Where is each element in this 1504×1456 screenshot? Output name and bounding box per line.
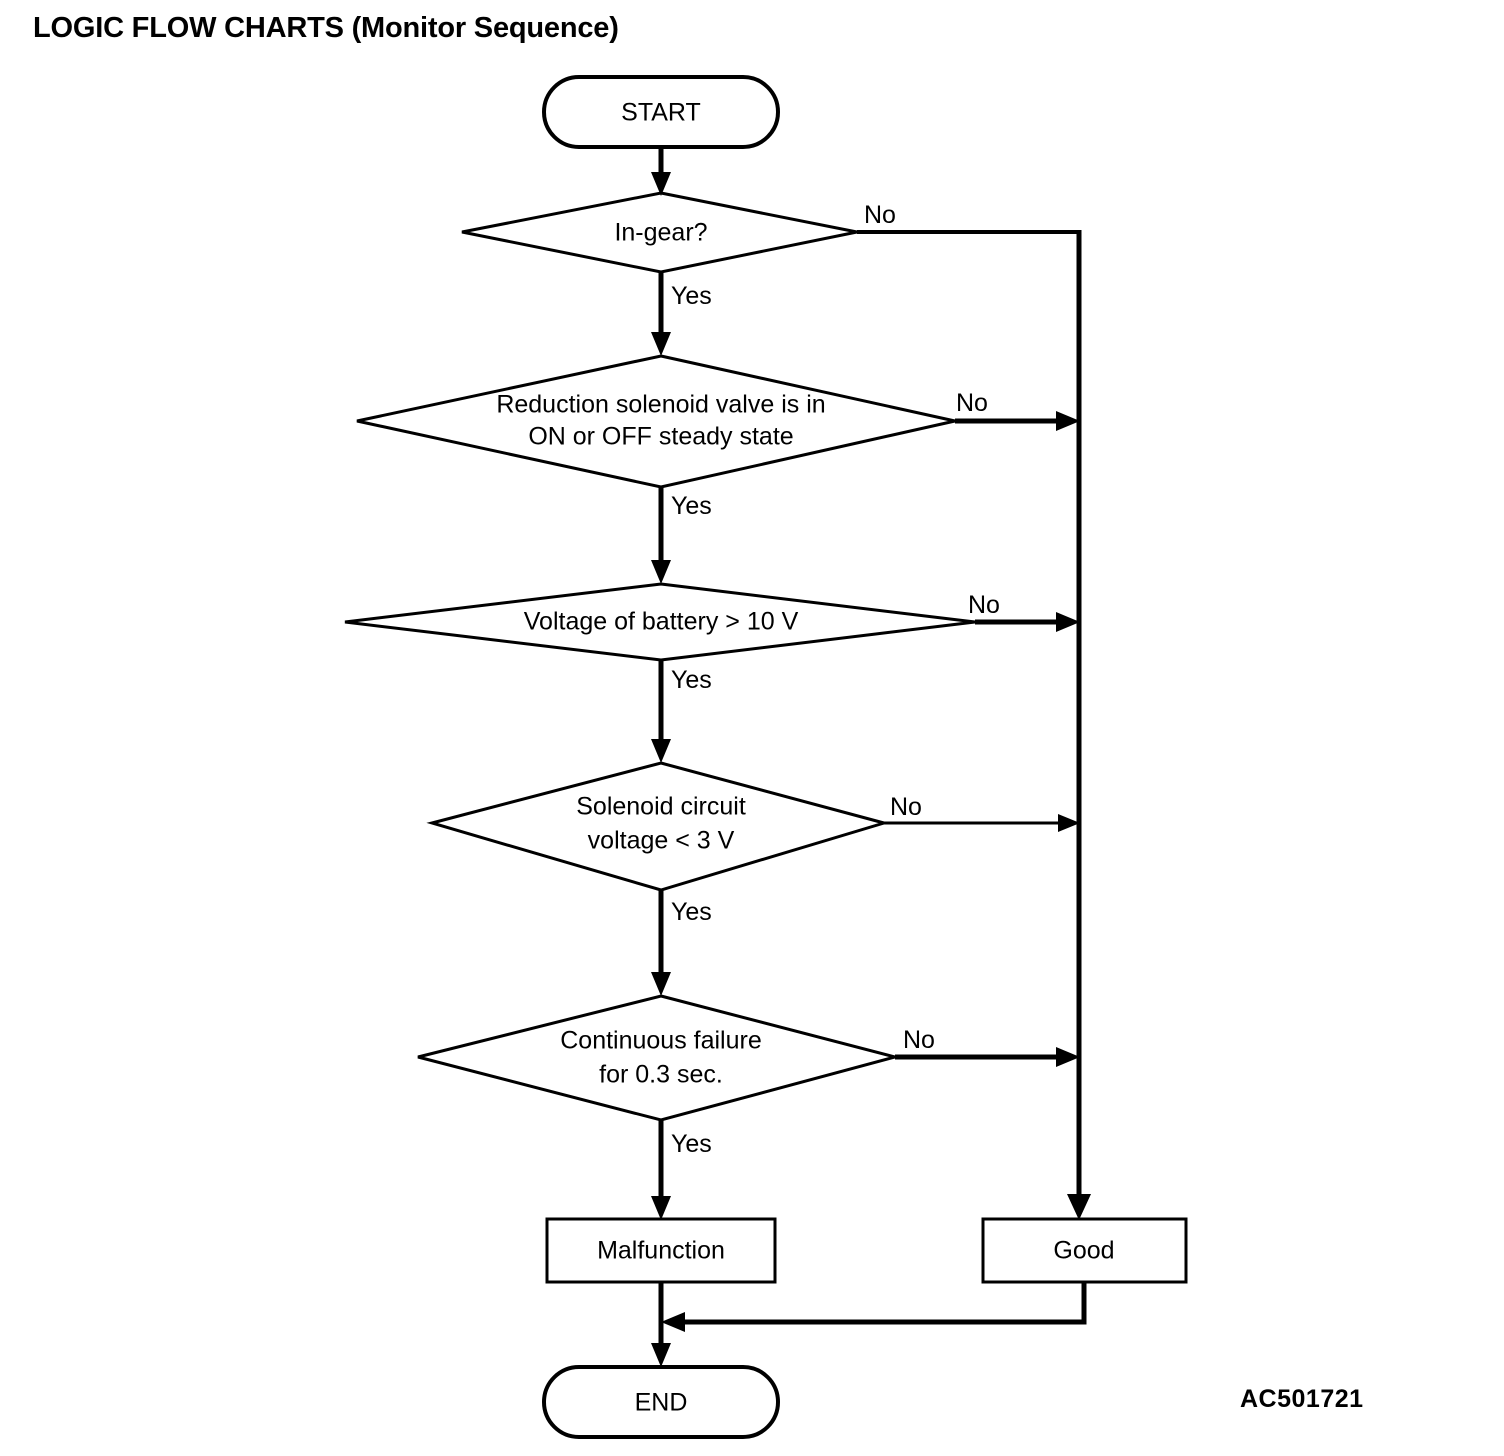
edge-decision5-no-to-good [895, 1047, 1080, 1067]
reference-code: AC501721 [1240, 1385, 1364, 1413]
edge-label-yes-1: Yes [671, 282, 712, 310]
edge-label-yes-4: Yes [671, 898, 712, 926]
node-decision-battery-voltage[interactable]: Voltage of battery > 10 V [344, 582, 976, 662]
edge-decision4-no-to-good [884, 814, 1080, 832]
edge-decision5-yes-to-malfunction [651, 1120, 671, 1220]
no-branch-bus [1067, 230, 1091, 1220]
edge-start-to-decision1 [651, 147, 671, 196]
edge-good-to-end [661, 1282, 1087, 1332]
edge-label-no-2: No [956, 389, 988, 417]
node-decision-reduction-solenoid-line2: ON or OFF steady state [528, 423, 793, 451]
node-decision-battery-voltage-label: Voltage of battery > 10 V [524, 608, 799, 636]
node-good-label: Good [1053, 1237, 1114, 1265]
edge-decision2-no-to-good [955, 411, 1080, 431]
page-title: LOGIC FLOW CHARTS (Monitor Sequence) [33, 12, 619, 44]
node-start-label: START [621, 99, 701, 127]
node-start[interactable]: START [542, 75, 780, 149]
node-end-label: END [635, 1389, 688, 1417]
edge-decision2-yes-to-decision3 [651, 487, 671, 584]
node-decision-solenoid-circuit-voltage-line1: Solenoid circuit [576, 793, 746, 821]
node-decision-solenoid-circuit-voltage-line2: voltage < 3 V [588, 827, 735, 855]
node-decision-continuous-failure[interactable]: Continuous failure for 0.3 sec. [417, 994, 901, 1122]
edge-decision1-yes-to-decision2 [651, 272, 671, 356]
node-decision-in-gear-label: In-gear? [614, 219, 707, 247]
edge-decision4-yes-to-decision5 [651, 890, 671, 996]
edge-decision3-yes-to-decision4 [651, 660, 671, 763]
edge-label-yes-3: Yes [671, 666, 712, 694]
node-decision-continuous-failure-line2: for 0.3 sec. [599, 1061, 723, 1089]
node-malfunction[interactable]: Malfunction [545, 1217, 777, 1284]
node-decision-continuous-failure-line1: Continuous failure [560, 1027, 762, 1055]
edge-label-no-5: No [903, 1026, 935, 1054]
node-decision-solenoid-circuit-voltage[interactable]: Solenoid circuit voltage < 3 V [426, 761, 890, 892]
edge-malfunction-to-end [651, 1282, 671, 1367]
node-good[interactable]: Good [981, 1217, 1188, 1284]
edge-label-no-1: No [864, 201, 896, 229]
edge-label-no-3: No [968, 591, 1000, 619]
edge-label-yes-2: Yes [671, 492, 712, 520]
node-malfunction-label: Malfunction [597, 1237, 725, 1265]
edge-label-yes-5: Yes [671, 1130, 712, 1158]
node-decision-reduction-solenoid[interactable]: Reduction solenoid valve is in ON or OFF… [356, 354, 956, 489]
edge-label-no-4: No [890, 793, 922, 821]
node-decision-reduction-solenoid-line1: Reduction solenoid valve is in [496, 391, 825, 419]
edge-decision3-no-to-good [975, 612, 1080, 632]
node-decision-in-gear[interactable]: In-gear? [461, 191, 858, 274]
node-end[interactable]: END [542, 1365, 780, 1439]
